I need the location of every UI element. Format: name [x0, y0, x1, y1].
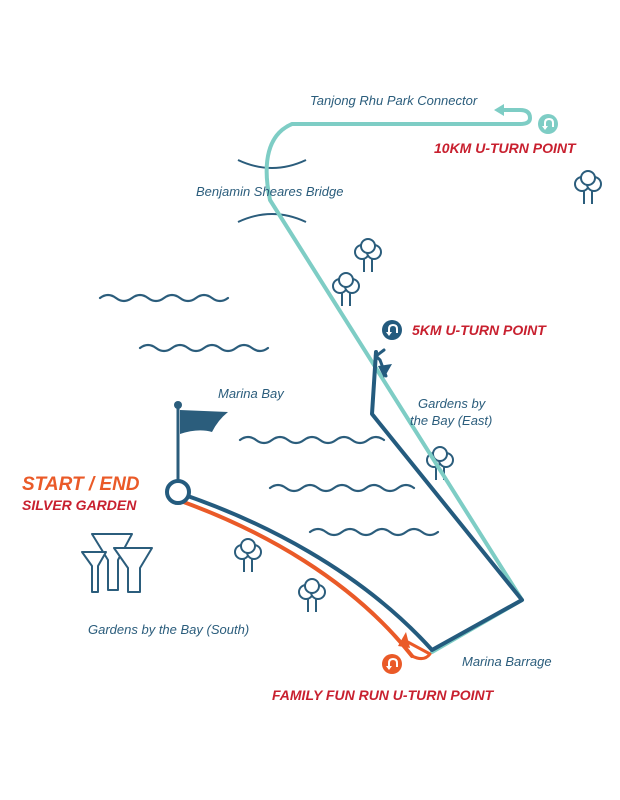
tree-icon	[574, 170, 602, 204]
trees	[234, 170, 602, 612]
tree-icon	[354, 238, 382, 272]
ten-km-u-turn-label: 10KM U-TURN POINT	[434, 140, 577, 156]
water-wave-icon	[308, 527, 440, 537]
tree-icon	[298, 578, 326, 612]
water-wave-icon	[268, 483, 416, 493]
flag-icon	[174, 401, 228, 484]
tree-icon	[234, 538, 262, 572]
tanjong-rhu-label: Tanjong Rhu Park Connector	[310, 93, 478, 108]
water-wave-icon	[138, 343, 270, 353]
marina-barrage-label: Marina Barrage	[462, 654, 552, 669]
route-5km	[174, 350, 524, 652]
supertree-icon	[81, 533, 153, 593]
family-fun-run-label: FAMILY FUN RUN U-TURN POINT	[272, 687, 495, 703]
gardens-east-label-line2: the Bay (East)	[410, 413, 492, 428]
u-turn-arrow-10km	[494, 104, 504, 116]
tree-icon	[332, 272, 360, 306]
u-turn-arrow-family	[398, 632, 410, 648]
start-end-label: START / END	[22, 474, 140, 495]
gardens-south-label: Gardens by the Bay (South)	[88, 622, 249, 637]
benjamin-sheares-label: Benjamin Sheares Bridge	[196, 184, 343, 199]
u-turn-icon	[382, 654, 402, 674]
benjamin-sheares-bridge-icon	[237, 159, 307, 223]
u-turn-icon	[538, 114, 558, 134]
marina-bay-label: Marina Bay	[218, 386, 285, 401]
five-km-u-turn-label: 5KM U-TURN POINT	[412, 322, 547, 338]
marina-bay-water	[98, 293, 440, 537]
water-wave-icon	[238, 435, 386, 445]
water-wave-icon	[98, 293, 230, 303]
start-end-marker-icon	[165, 479, 191, 505]
u-turn-arrow-5km-head	[378, 364, 392, 378]
route-10km	[264, 108, 532, 654]
gardens-east-label-line1: Gardens by	[418, 396, 487, 411]
silver-garden-label: SILVER GARDEN	[22, 497, 137, 513]
route-family-fun-run	[176, 498, 432, 661]
u-turn-icon	[382, 320, 402, 340]
